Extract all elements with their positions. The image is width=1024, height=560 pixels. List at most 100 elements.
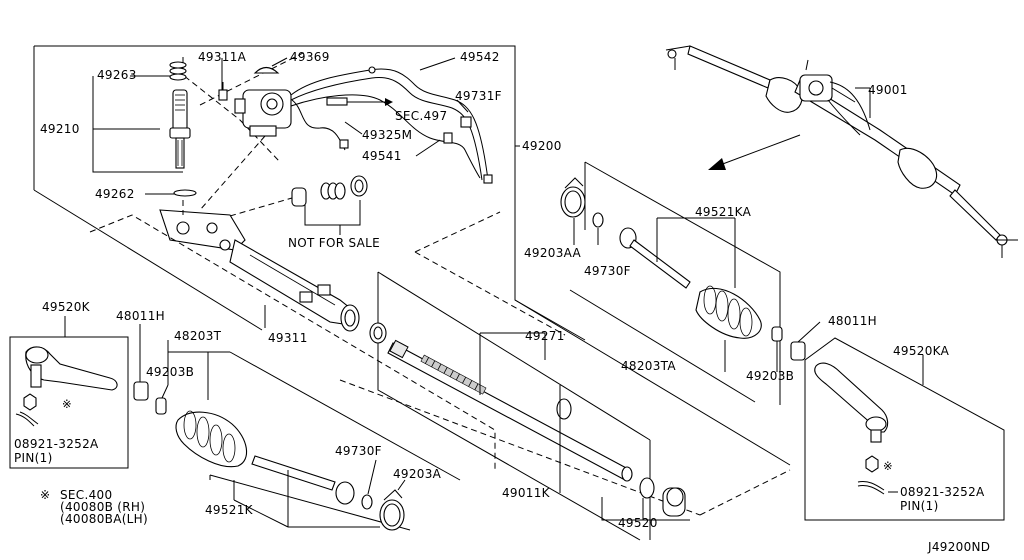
nut-48011H-right [790,341,806,361]
pipe-fitting-1 [368,66,376,74]
pipe-fitting-2 [483,174,493,184]
label-49203B-right: 49203B [746,369,794,383]
label-49325M: 49325M [362,128,412,142]
band-49203B-left [155,397,167,415]
steering-gear-assembly-49001 [665,45,1018,258]
nut-48011H-left [133,381,149,401]
label-49521KA: 49521KA [695,205,752,219]
label-49263: 49263 [97,68,137,82]
label-49541: 49541 [362,149,402,163]
dash-rack-guide [89,214,496,470]
label-49520: 49520 [618,516,658,530]
label-49001: 49001 [868,83,908,97]
pinion-shaft-49210 [169,89,191,169]
rack-oring-mid [556,398,572,420]
leader-49541 [415,139,441,157]
main-frame-outline [34,45,791,466]
leader-48011H-right [797,321,821,343]
label-ref-rh: (40080B (RH) [60,500,145,514]
lh-frame-top [229,351,461,481]
dash-rack-right [699,469,791,516]
label-49369: 49369 [290,50,330,64]
cap-49369 [253,66,280,74]
note-mark-rh: ※ [883,459,893,473]
tie-rod-end-rh [814,362,889,443]
rh-frame-top [584,161,781,405]
leader-49325M [344,121,363,135]
leader-48203T [167,340,209,400]
note-mark-lh: ※ [62,397,72,411]
rack-frame-top [377,271,651,441]
label-48011H-left: 48011H [116,309,165,323]
label-49731F: 49731F [455,89,502,103]
leader-49369 [271,57,288,67]
cotter-pin-lh-2 [19,411,39,425]
rh-frame-bottom [569,289,756,403]
label-49203B-left: 49203B [146,365,194,379]
label-49730F-bottom: 49730F [335,444,382,458]
leader-49203A [397,479,406,491]
oring-49262 [173,189,197,197]
washer-49730F-top [592,212,604,228]
label-49520K: 49520K [42,300,91,314]
leader-49263 [92,76,183,173]
label-49203A: 49203A [393,467,442,481]
nut-rh: ※ [865,455,893,473]
tie-rod-end-lh [25,346,118,391]
leader-49520 [601,497,690,521]
clamp-49203AA [560,177,586,218]
leader-49203B-left [161,384,169,399]
inner-tie-rod-rh [619,227,691,289]
label-49520KA: 49520KA [893,344,950,358]
clip-49731F [460,116,472,128]
label-48203TA: 48203TA [621,359,676,373]
wire-harness [291,99,346,151]
nfs-dash [229,197,293,217]
connector [339,139,349,149]
label-ref-lh: (40080BA(LH) [60,512,148,526]
boot-48203T [175,410,248,468]
label-pin-part-left: 08921-3252A [14,437,99,451]
label-note-mark: ※ [40,488,50,502]
direction-arrow [708,134,801,170]
label-49203AA: 49203AA [524,246,582,260]
label-48203T: 48203T [174,329,222,343]
washer-49730F-bottom [361,494,373,510]
bushing-49520 [639,477,686,517]
label-48011H-right: 48011H [828,314,877,328]
not-for-sale-parts [291,175,368,207]
cotter-pin-rh [857,481,885,491]
diagram-code: J49200ND [927,540,990,554]
label-49262: 49262 [95,187,135,201]
nut-lh [23,393,37,411]
rack-seal-left-inner [373,326,383,340]
pipe-49542 [290,68,489,181]
nfs-bracket [304,200,361,226]
leader-49521K-b [233,499,289,528]
gear-housing-49311 [159,209,360,332]
label-not-for-sale: NOT FOR SALE [288,236,380,250]
label-sec400: SEC.400 [60,488,112,502]
label-49200: 49200 [522,139,562,153]
dash-rack-lower [339,379,701,516]
label-49730F-top: 49730F [584,264,631,278]
lh-frame-bottom [209,474,411,531]
sensor-49325M [326,97,393,106]
te-rh-frame [804,337,1005,521]
subframe-top [182,57,281,163]
rack-frame-left [377,272,641,541]
dash-valve [199,135,266,211]
clip-49541 [443,132,453,144]
bolt-49311A [218,82,228,101]
label-pin-part-right: 08921-3252A [900,485,985,499]
band-49203B-right [771,326,783,342]
main-frame-diagonal [33,189,263,331]
rh-dash-1 [414,211,501,253]
label-49311A: 49311A [198,50,247,64]
boot-48203TA [695,285,762,339]
label-49271: 49271 [525,329,565,343]
leader-49730F-bottom [367,459,377,495]
leader-49542 [419,57,456,71]
rh-dash-2 [414,251,566,336]
